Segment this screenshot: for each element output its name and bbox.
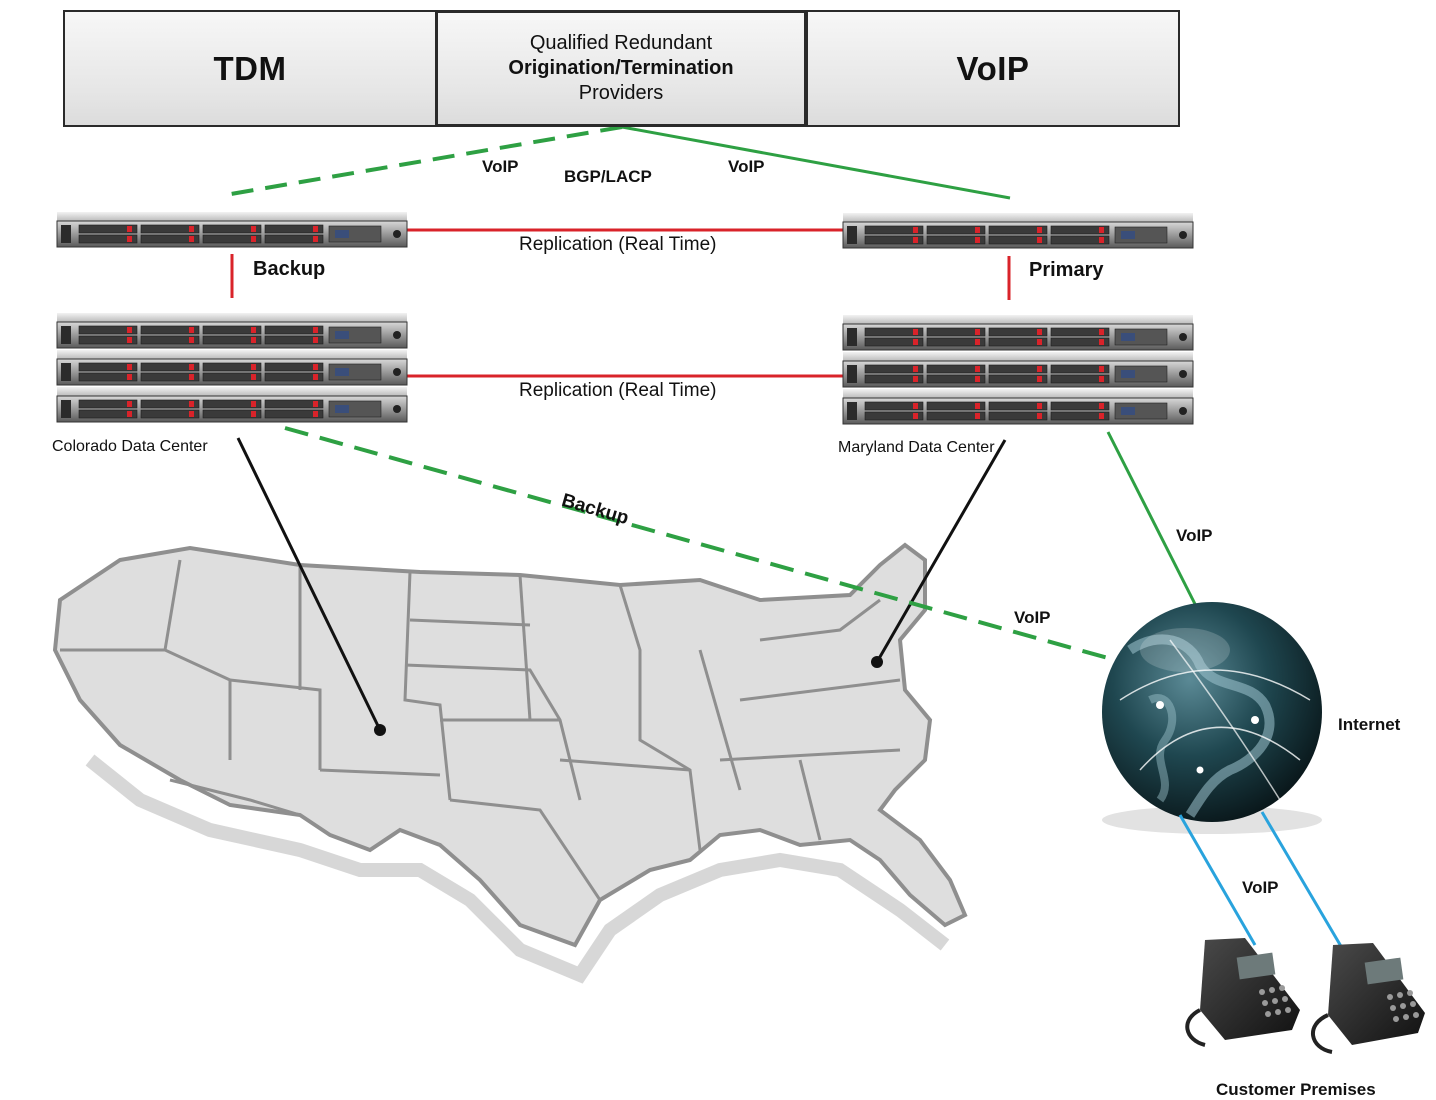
voip-primary-uplink xyxy=(621,125,1011,200)
voip-maryland-internet-label: VoIP xyxy=(1176,526,1213,545)
tdm-label: TDM xyxy=(213,49,287,87)
providers-line-2: Origination/Termination xyxy=(508,57,734,79)
maryland-location-dot xyxy=(871,656,883,668)
voip-provider-box: VoIP xyxy=(806,10,1180,127)
maryland-data-center-label: Maryland Data Center xyxy=(838,439,995,456)
internet-phone-link-left xyxy=(1178,814,1257,946)
voip-backup-uplink xyxy=(224,125,623,197)
internet-globe-icon xyxy=(1102,602,1322,834)
maryland-internet-link xyxy=(1106,431,1198,607)
voip-label: VoIP xyxy=(956,49,1030,87)
backup-server-label: Backup xyxy=(253,258,326,280)
customer-premises-label: Customer Premises xyxy=(1216,1080,1376,1099)
internet-label: Internet xyxy=(1338,715,1401,734)
desk-phone-icon-right xyxy=(1310,943,1425,1054)
voip-backup-internet-label: VoIP xyxy=(1014,608,1051,627)
colorado-location-dot xyxy=(374,724,386,736)
colorado-location-line xyxy=(236,437,382,731)
replication-top-label: Replication (Real Time) xyxy=(519,234,717,255)
providers-line-3: Providers xyxy=(578,82,664,104)
colorado-backup-server xyxy=(56,211,408,248)
primary-server-label: Primary xyxy=(1029,259,1104,281)
voip-left-label: VoIP xyxy=(482,157,519,176)
colorado-data-center-label: Colorado Data Center xyxy=(52,438,208,455)
maryland-location-line xyxy=(875,439,1007,663)
replication-bottom-label: Replication (Real Time) xyxy=(519,380,717,401)
providers-line-1: Qualified Redundant xyxy=(529,32,713,54)
providers-box: Qualified Redundant Origination/Terminat… xyxy=(435,10,807,127)
voip-phones-label: VoIP xyxy=(1242,878,1279,897)
tdm-provider-box: TDM xyxy=(63,10,437,127)
maryland-primary-server xyxy=(842,212,1194,249)
colorado-server-rack xyxy=(56,312,408,423)
internet-phone-link-right xyxy=(1260,811,1344,949)
voip-right-label: VoIP xyxy=(728,157,765,176)
desk-phone-icon-left xyxy=(1185,938,1300,1047)
us-map xyxy=(52,542,968,984)
maryland-server-rack xyxy=(842,314,1194,425)
bgp-lacp-label: BGP/LACP xyxy=(564,167,652,186)
